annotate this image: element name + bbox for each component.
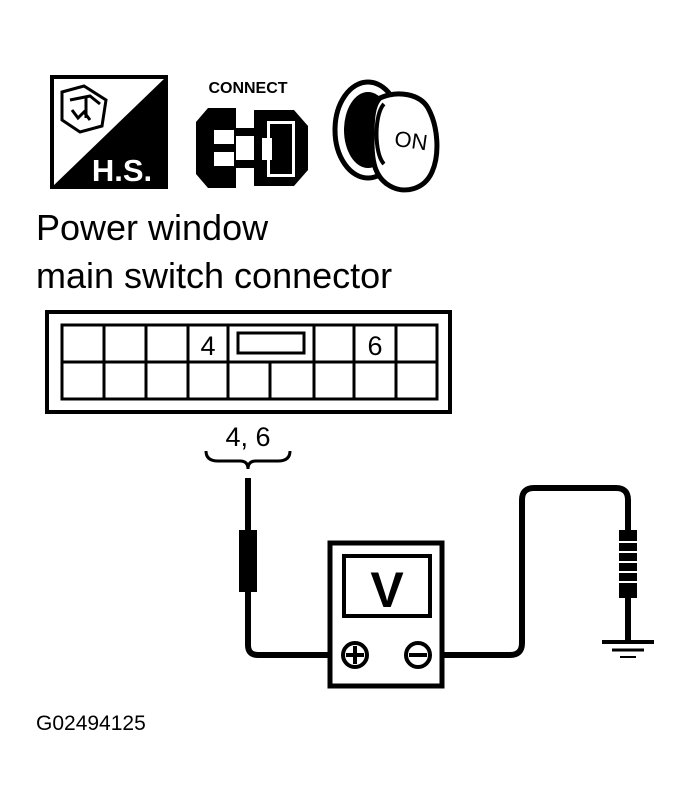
- voltmeter-symbol: V: [370, 562, 404, 618]
- title-line-2: main switch connector: [36, 255, 392, 296]
- probe-brace: [204, 450, 292, 470]
- harness-side-label: H.S.: [92, 153, 152, 188]
- connector-pin-4: 4: [200, 331, 215, 361]
- ignition-on-label: ON: [393, 126, 429, 155]
- connector-lock-tab: [236, 331, 306, 355]
- positive-probe: [239, 530, 257, 592]
- negative-probe: [619, 530, 637, 598]
- probe-terminal-label: 4, 6: [225, 422, 270, 452]
- ground-icon: [602, 640, 654, 658]
- connect-label: CONNECT: [208, 80, 287, 97]
- title-line-1: Power window: [36, 207, 269, 248]
- figure-id: G02494125: [36, 712, 146, 735]
- ignition-on-icon: ON: [332, 79, 440, 193]
- connector-drawing-icon: [60, 84, 108, 134]
- connector-face: [45, 310, 452, 414]
- harness-side-icon: H.S.: [50, 75, 168, 189]
- connect-icon: CONNECT: [196, 80, 308, 188]
- negative-terminal-icon: [404, 641, 432, 669]
- connector-pin-6: 6: [367, 331, 382, 361]
- test-leads: [245, 478, 631, 658]
- voltmeter: [327, 540, 445, 689]
- positive-terminal-icon: [341, 641, 369, 669]
